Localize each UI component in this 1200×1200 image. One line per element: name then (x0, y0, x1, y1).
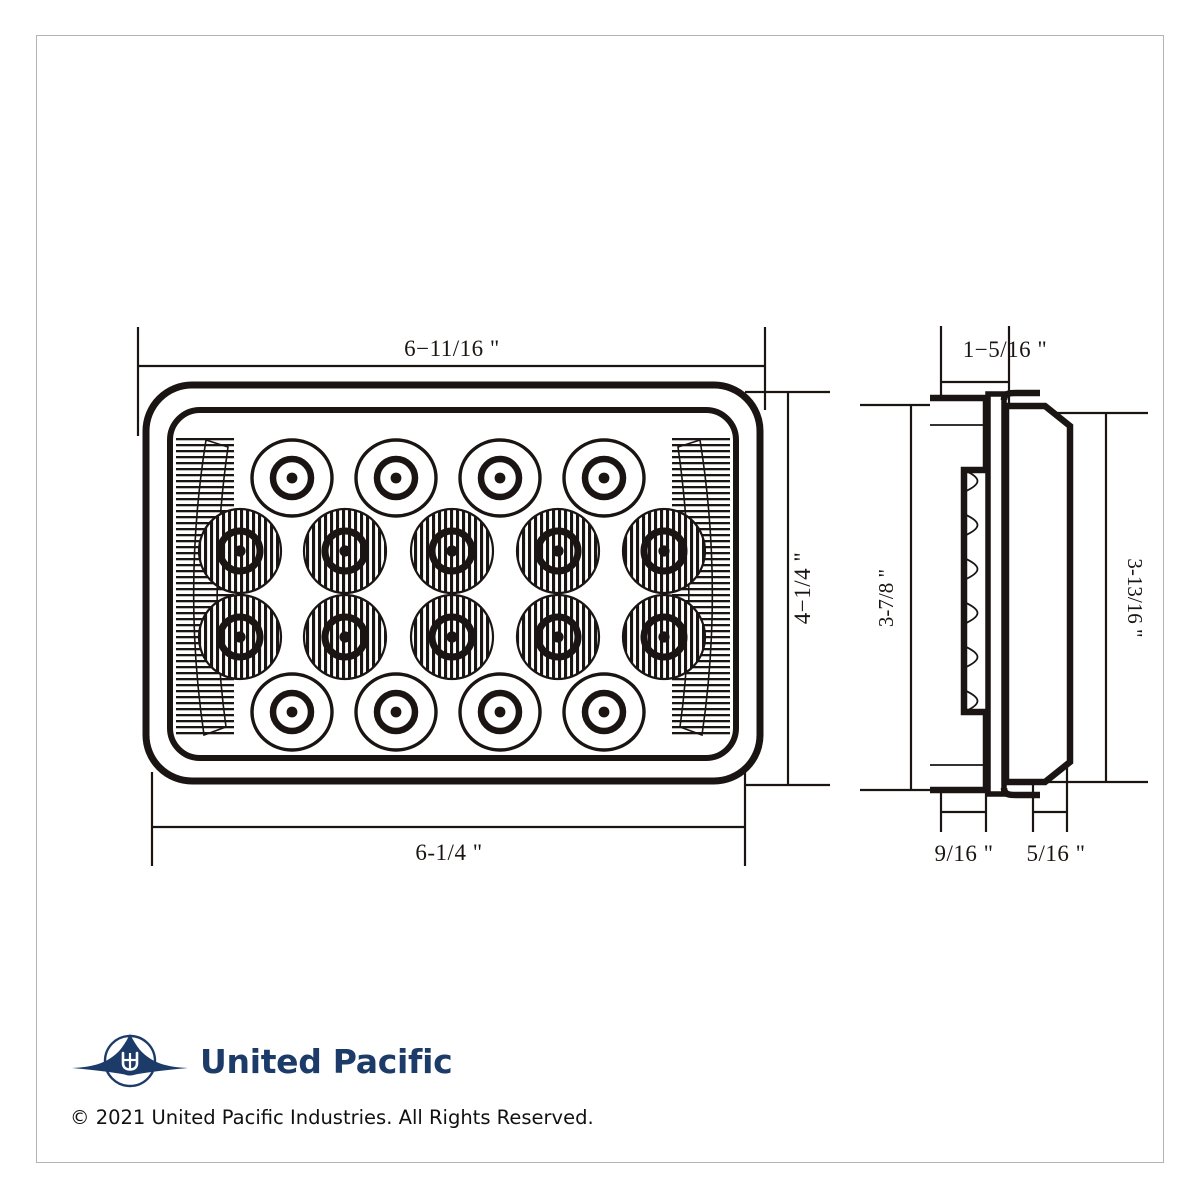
sheet-border (36, 35, 1164, 1163)
led-hatched (409, 507, 495, 595)
dim-front-height: 4−1/4 " (790, 552, 815, 625)
united-pacific-logo-icon (72, 1034, 188, 1088)
footer: United Pacific © 2021 United Pacific Ind… (70, 1030, 670, 1129)
led-hatched (302, 593, 388, 681)
led-row-hatched-lower (197, 593, 707, 681)
led-hatched (197, 507, 283, 595)
led-hatched (621, 507, 707, 595)
front-view-dimension-lines (136, 327, 830, 866)
led-hatched (621, 593, 707, 681)
led-plain (458, 438, 542, 518)
dim-side-depth: 1−5/16 " (963, 337, 1048, 362)
led-row-plain-top (250, 438, 646, 518)
led-plain (458, 672, 542, 752)
dim-front-top-width: 6−11/16 " (404, 336, 500, 361)
side-view-profile (930, 389, 1074, 799)
led-plain (250, 672, 334, 752)
dim-side-bottom-right: 5/16 " (1026, 841, 1085, 866)
dim-side-right-height: 3-13/16 " (1123, 558, 1147, 637)
led-row-hatched-upper (197, 507, 707, 595)
led-plain (354, 438, 438, 518)
led-plain (562, 438, 646, 518)
dim-side-left-height: 3-7/8 " (874, 569, 898, 627)
led-plain (562, 672, 646, 752)
led-hatched (197, 593, 283, 681)
led-plain (354, 672, 438, 752)
brand-logo: United Pacific (70, 1030, 670, 1092)
brand-name: United Pacific (200, 1041, 453, 1081)
led-hatched (515, 507, 601, 595)
copyright-text: © 2021 United Pacific Industries. All Ri… (70, 1106, 594, 1129)
led-plain (250, 438, 334, 518)
led-hatched (515, 593, 601, 681)
led-hatched (302, 507, 388, 595)
led-hatched (409, 593, 495, 681)
dim-side-bottom-left: 9/16 " (934, 841, 993, 866)
dim-front-bottom-width: 6-1/4 " (415, 840, 482, 865)
led-row-plain-bottom (250, 672, 646, 752)
